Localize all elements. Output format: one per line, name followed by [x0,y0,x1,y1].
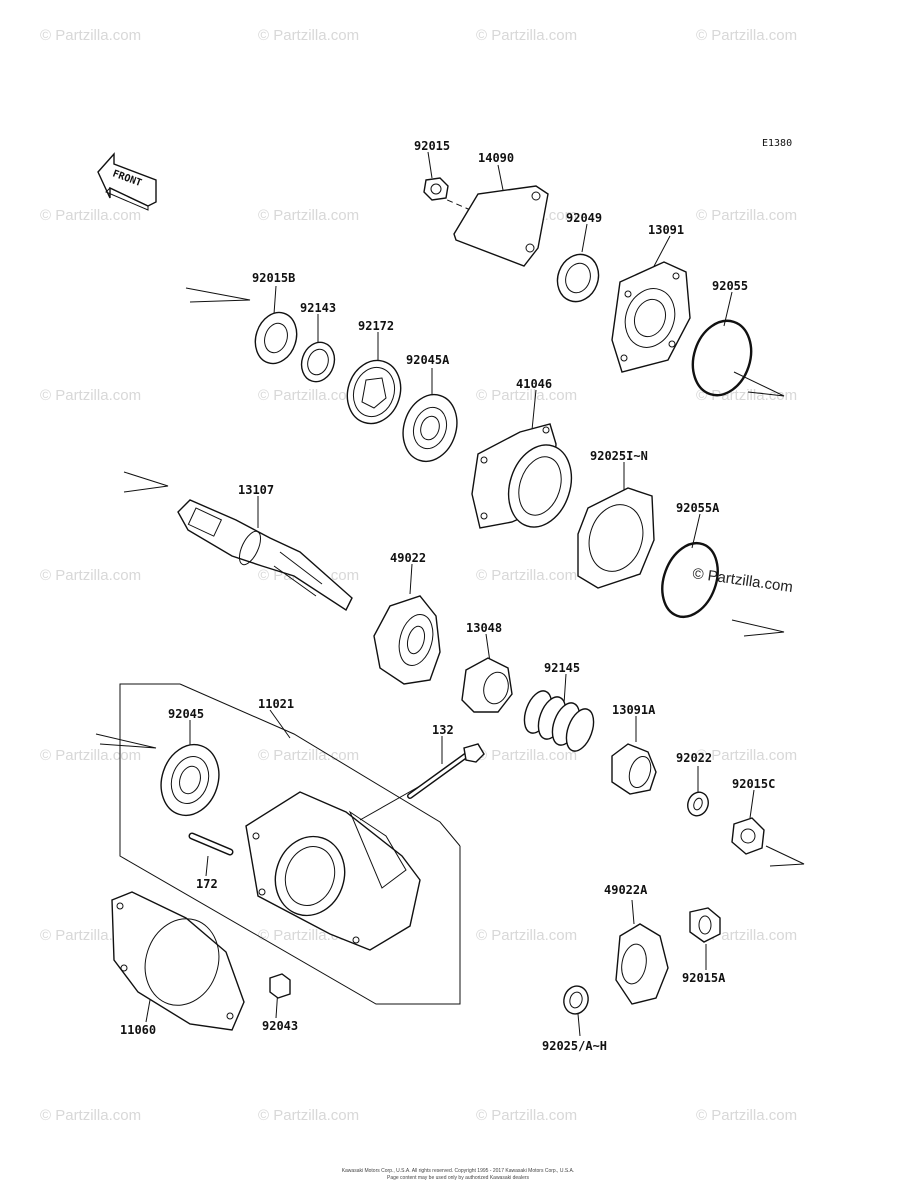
watermark: © Partzilla.com [696,927,797,944]
part-92025I-N-shim[interactable] [577,487,655,589]
watermark: © Partzilla.com [696,1107,797,1124]
label-92045: 92045 [168,707,204,721]
watermark: © Partzilla.com [40,747,141,764]
footer-copyright: Kawasaki Motors Corp., U.S.A. All rights… [342,1168,575,1174]
label-92049: 92049 [566,211,602,225]
label-172: 172 [196,877,218,891]
watermark: © Partzilla.com [696,387,797,404]
part-92015B-seal[interactable] [249,307,303,369]
part-92015-nut[interactable] [423,177,449,201]
label-92055A: 92055A [676,501,720,515]
watermark: © Partzilla.com [258,387,359,404]
label-49022: 49022 [390,551,426,565]
part-13091-flange[interactable] [611,261,691,373]
label-92015A: 92015A [682,971,726,985]
part-92045-bearing[interactable] [152,737,228,823]
watermark: © Partzilla.com [40,567,141,584]
label-92045A: 92045A [406,353,450,367]
part-92015A-nut[interactable] [689,907,721,943]
label-92015C: 92015C [732,777,775,791]
label-14090: 14090 [478,151,514,165]
label-13091: 13091 [648,223,684,237]
part-132-bolt[interactable] [407,743,485,799]
label-92025-A-H: 92025/A~H [542,1039,607,1053]
label-13048: 13048 [466,621,502,635]
part-92049-seal[interactable] [551,249,605,308]
leader-lines [95,151,805,1037]
watermark: © Partzilla.com [696,747,797,764]
part-92045A-bearing[interactable] [395,388,465,469]
label-41046: 41046 [516,377,552,391]
label-92043: 92043 [262,1019,298,1033]
label-92025I-N: 92025I~N [590,449,648,463]
part-labels: 92015 14090 92049 13091 92055 92015B 921… [120,139,775,1053]
watermark: © Partzilla.com [40,207,141,224]
part-49022-gear[interactable] [373,595,441,685]
watermark: © Partzilla.com [40,1107,141,1124]
label-11021: 11021 [258,697,294,711]
watermark: © Partzilla.com [258,747,359,764]
label-49022A: 49022A [604,883,648,897]
watermark: © Partzilla.com [696,207,797,224]
part-92055A-o-ring[interactable] [653,535,728,624]
diagram-code: E1380 [762,138,792,149]
watermark: © Partzilla.com [476,927,577,944]
part-92025-A-H-shim[interactable] [561,983,591,1016]
label-13091A: 13091A [612,703,656,717]
watermark: © Partzilla.com [258,207,359,224]
part-11060-gasket[interactable] [111,891,245,1031]
part-92043-pin[interactable] [269,973,291,999]
watermark: © Partzilla.com [476,567,577,584]
part-92022-washer[interactable] [684,789,711,818]
part-11021-housing[interactable] [245,791,421,951]
footer-note: Page content may be used only by authori… [387,1175,530,1181]
watermark: © Partzilla.com [40,27,141,44]
label-92172: 92172 [358,319,394,333]
part-13091A-collar[interactable] [611,743,657,795]
part-49022A-gear[interactable] [615,923,669,1005]
part-13107-shaft[interactable] [177,499,353,612]
front-arrow-icon: FRONT [97,152,157,211]
watermark: © Partzilla.com [476,387,577,404]
label-92145: 92145 [544,661,580,675]
label-11060: 11060 [120,1023,156,1037]
part-92172-spacer[interactable] [339,354,408,431]
label-92143: 92143 [300,301,336,315]
watermark-overlay: © Partzilla.com [691,565,793,596]
part-92145-spring[interactable] [519,687,599,755]
part-13048-hub[interactable] [461,657,513,713]
watermark: © Partzilla.com [476,27,577,44]
watermark: © Partzilla.com [476,1107,577,1124]
part-92015C-nut[interactable] [731,817,765,855]
watermark: © Partzilla.com [40,387,141,404]
label-92015: 92015 [414,139,450,153]
label-132: 132 [432,723,454,737]
label-92022: 92022 [676,751,712,765]
watermark: © Partzilla.com [258,27,359,44]
part-92143-collar[interactable] [297,338,340,386]
label-13107: 13107 [238,483,274,497]
watermark: © Partzilla.com [476,747,577,764]
part-92055-o-ring[interactable] [684,313,761,403]
watermark: © Partzilla.com [258,1107,359,1124]
part-14090-cover[interactable] [453,185,549,267]
part-172-stud[interactable] [188,832,234,856]
label-92015B: 92015B [252,271,295,285]
label-92055: 92055 [712,279,748,293]
watermark: © Partzilla.com [696,27,797,44]
part-41046-carrier[interactable] [471,423,582,535]
